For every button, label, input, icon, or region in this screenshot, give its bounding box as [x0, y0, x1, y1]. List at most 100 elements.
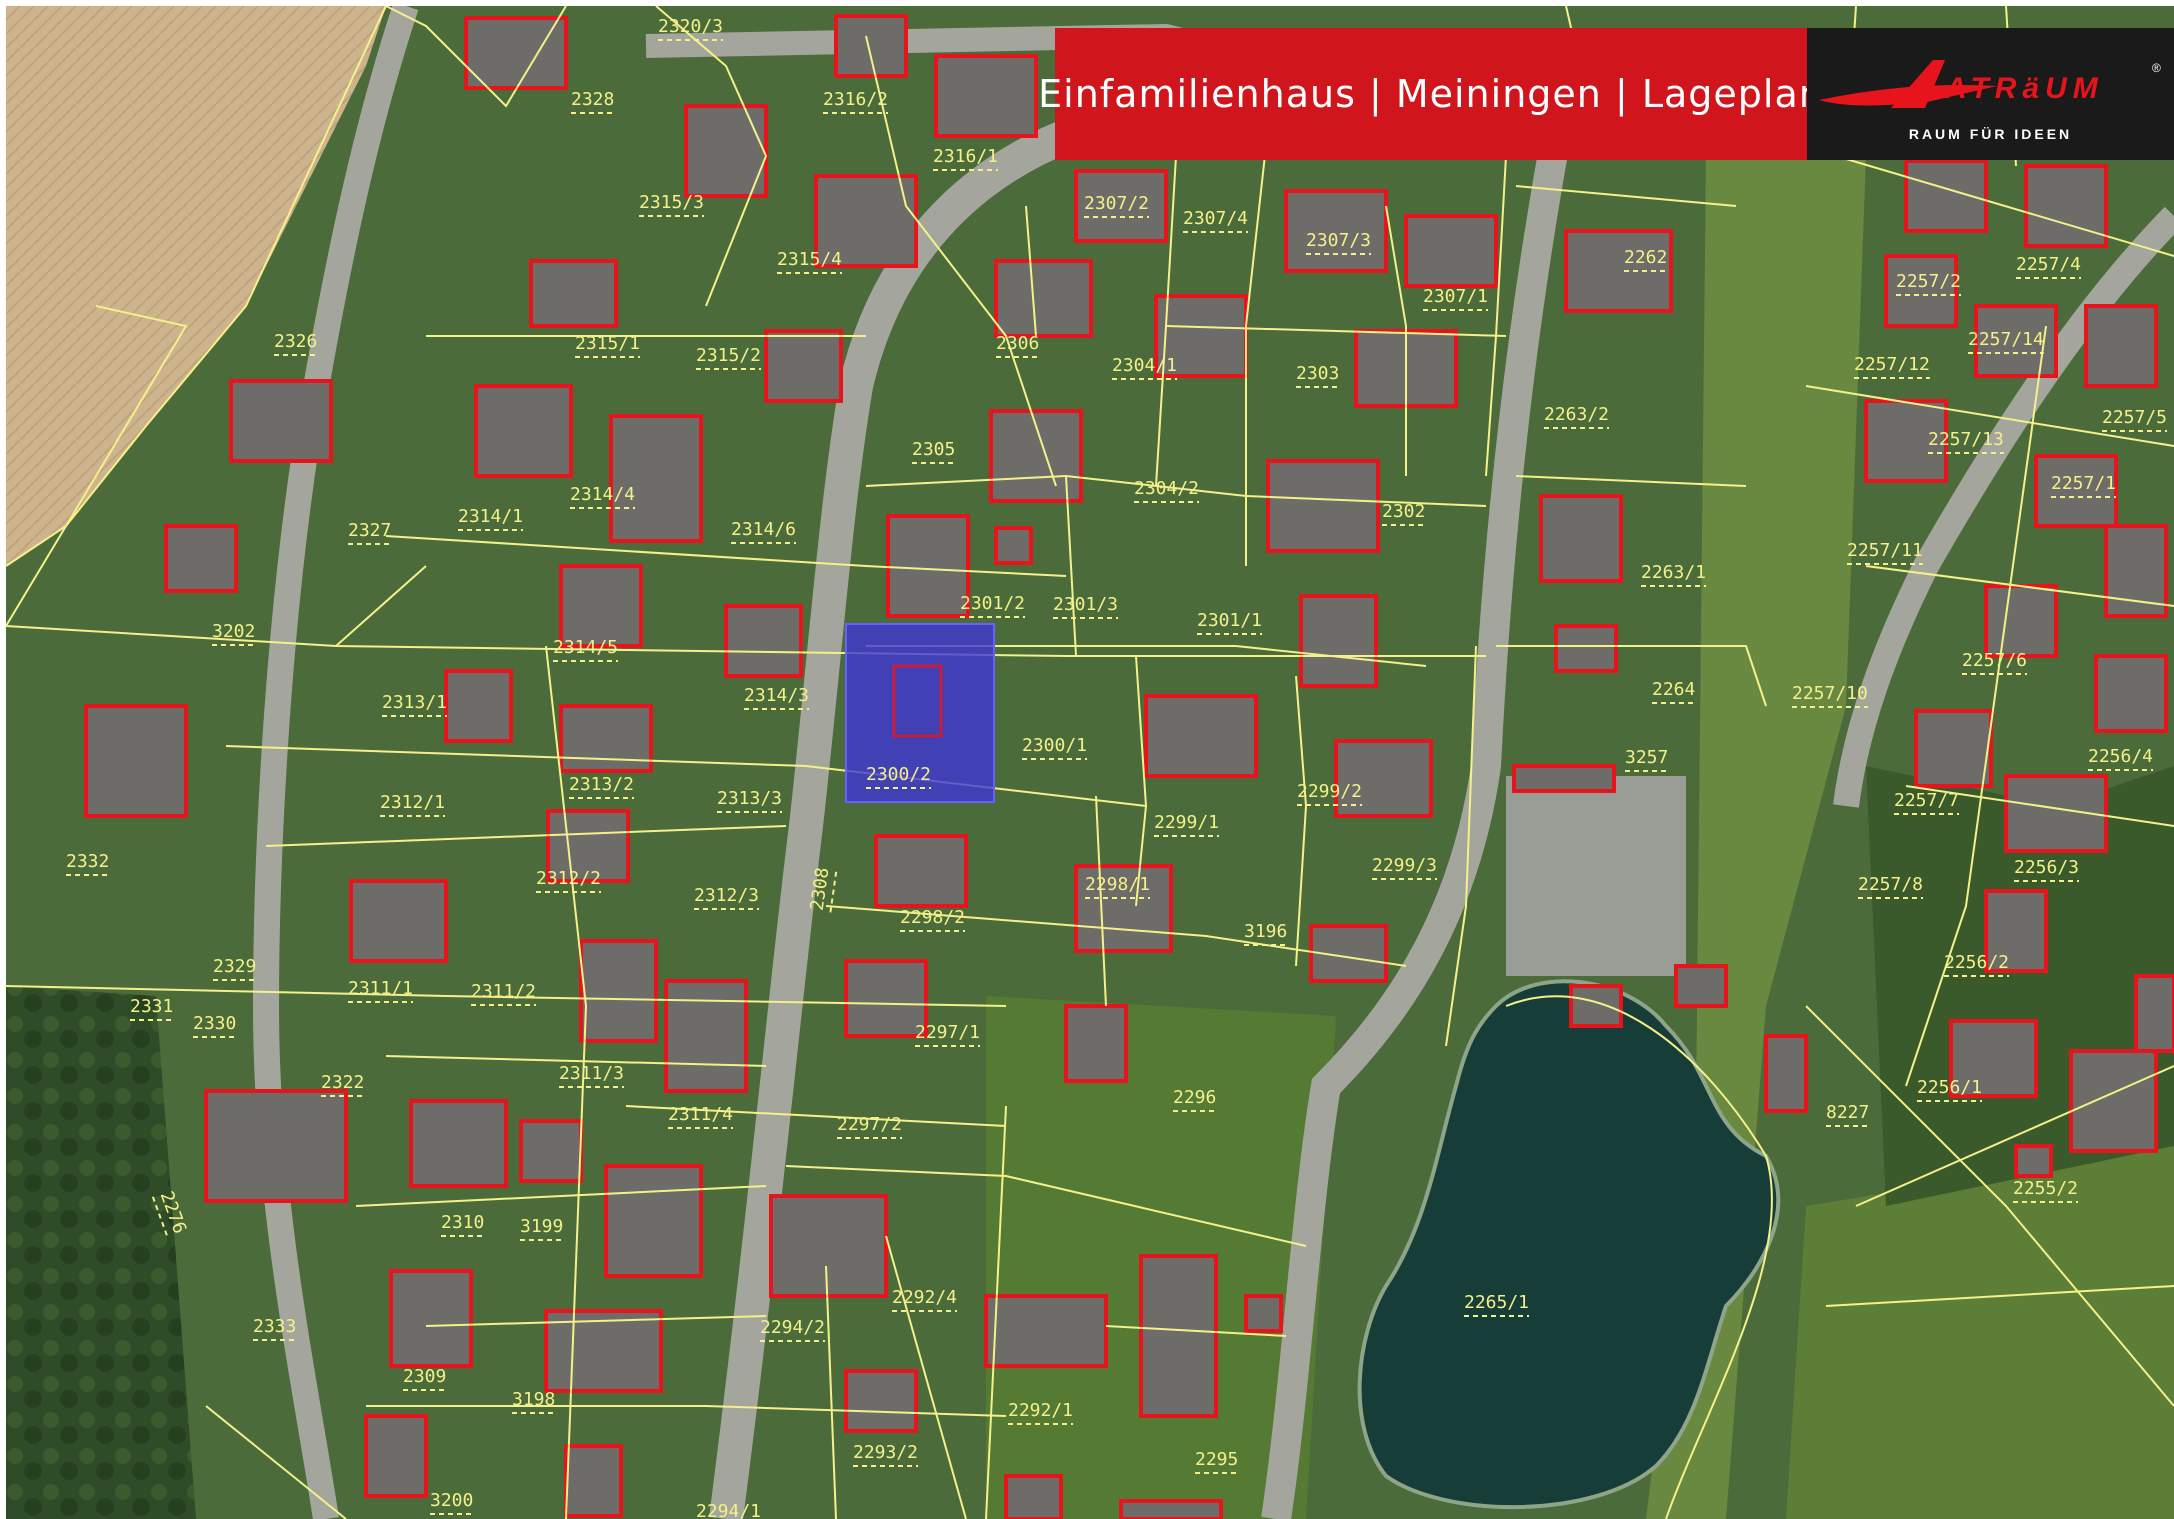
parcel-label: 2256/2 — [1944, 952, 2009, 973]
parcel-label: 2257/1 — [2051, 473, 2116, 494]
parcel-label: 2314/1 — [458, 506, 523, 527]
parcel-label: 2310 — [441, 1212, 484, 1233]
parcel-label: 2312/2 — [536, 868, 601, 889]
parcel-label: 2296 — [1173, 1087, 1216, 1108]
parcel-label: 2301/3 — [1053, 594, 1118, 615]
road-west — [252, 6, 419, 1519]
parcel-label: 8227 — [1826, 1102, 1869, 1123]
parcel-label: 2292/1 — [1008, 1400, 1073, 1421]
parcel-label: 2255/2 — [2013, 1178, 2078, 1199]
cadastral-map[interactable]: 2320/3 2328 2316/2 2316/1 2315/3 2315/4 … — [6, 6, 2174, 1519]
parcel-label: 2257/10 — [1792, 683, 1868, 704]
parcel-label: 2256/4 — [2088, 746, 2153, 767]
parcel-label: 2257/2 — [1896, 271, 1961, 292]
parcel-label: 2301/1 — [1197, 610, 1262, 631]
parcel-label: 2293/2 — [853, 1442, 918, 1463]
parcel-label: 2295 — [1195, 1449, 1238, 1470]
parking-lot — [1506, 776, 1686, 976]
parcel-label: 2304/1 — [1112, 355, 1177, 376]
road-far-east — [1833, 206, 2174, 808]
parcel-label: 2307/1 — [1423, 286, 1488, 307]
parcel-label: 2313/1 — [382, 692, 447, 713]
parcel-label: 2311/3 — [559, 1063, 624, 1084]
parcel-label: 2294/2 — [760, 1317, 825, 1338]
parcel-label: 2311/1 — [348, 978, 413, 999]
parcel-label: 2298/1 — [1085, 874, 1150, 895]
parcel-label: 2316/1 — [933, 146, 998, 167]
buildings — [84, 14, 2174, 1519]
logo-wordmark: ATRäUM — [1944, 72, 2104, 105]
highlighted-building — [892, 664, 943, 738]
parcel-labels: 2320/3 2328 2316/2 2316/1 2315/3 2315/4 … — [66, 16, 2168, 1519]
parcel-label: 2303 — [1296, 363, 1339, 384]
parcel-label-underline — [829, 869, 838, 913]
meadow-southeast — [1786, 1146, 2174, 1519]
parcel-label: 3200 — [430, 1490, 473, 1511]
parcel-label: 2307/2 — [1084, 193, 1149, 214]
parcel-label: 2331 — [130, 996, 173, 1017]
logo-mark: ATRäUM ® — [1819, 60, 2161, 108]
parcel-label: 2314/3 — [744, 685, 809, 706]
parcel-label: 2304/2 — [1134, 478, 1199, 499]
parcel-label: 2307/4 — [1183, 208, 1248, 229]
parcel-label: 2298/2 — [900, 907, 965, 928]
parcel-label: 2302 — [1382, 501, 1425, 522]
parcel-label: 2257/5 — [2102, 407, 2167, 428]
map-canvas[interactable]: 2320/3 2328 2316/2 2316/1 2315/3 2315/4 … — [6, 6, 2174, 1519]
parcel-label: 2328 — [571, 89, 614, 110]
parcel-label: 2306 — [996, 333, 1039, 354]
parcel-label: 2301/2 — [960, 593, 1025, 614]
parcel-label: 2257/12 — [1854, 354, 1930, 375]
parcel-label: 2316/2 — [823, 89, 888, 110]
parcel-label: 2313/2 — [569, 774, 634, 795]
parcel-label: 2312/3 — [694, 885, 759, 906]
title-banner: Einfamilienhaus | Meiningen | Lageplan — [1038, 28, 1823, 160]
parcel-label: 2292/4 — [892, 1287, 957, 1308]
parcel-label: 3199 — [520, 1216, 563, 1237]
parcel-label: 2326 — [274, 331, 317, 352]
parcel-label: 2294/1 — [696, 1501, 761, 1519]
parcel-label: 2309 — [403, 1366, 446, 1387]
parcel-label: 2322 — [321, 1072, 364, 1093]
parcel-label: 2299/1 — [1154, 812, 1219, 833]
parcel-label: 2257/11 — [1847, 540, 1923, 561]
parcel-label: 2257/13 — [1928, 429, 2004, 450]
parcel-label: 2332 — [66, 851, 109, 872]
parcel-label: 2263/1 — [1641, 562, 1706, 583]
parcel-label-underline — [151, 1196, 169, 1238]
parcel-label: 2265/1 — [1464, 1292, 1529, 1313]
parcel-label: 2314/5 — [553, 637, 618, 658]
logo: ATRäUM ® RAUM FÜR IDEEN — [1807, 28, 2174, 160]
parcel-label: 3257 — [1625, 747, 1668, 768]
parcel-label: 2264 — [1652, 679, 1695, 700]
parcel-label: 2257/7 — [1894, 790, 1959, 811]
parcel-label: 2300/1 — [1022, 735, 1087, 756]
parcel-label: 3202 — [212, 621, 255, 642]
parcel-label: 2311/2 — [471, 981, 536, 1002]
parcel-label: 2256/3 — [2014, 857, 2079, 878]
parcel-label: 2299/2 — [1297, 781, 1362, 802]
parcel-label: 2315/1 — [575, 333, 640, 354]
crop-field — [6, 6, 386, 566]
parcel-label: 2329 — [213, 956, 256, 977]
parcel-label: 2300/2 — [866, 764, 931, 785]
parcel-label: 2320/3 — [658, 16, 723, 37]
parcel-label: 2315/4 — [777, 249, 842, 270]
parcel-label: 2315/3 — [639, 192, 704, 213]
parcel-label: 3198 — [512, 1389, 555, 1410]
parcel-label: 2257/8 — [1858, 874, 1923, 895]
parcel-label: 2311/4 — [668, 1104, 733, 1125]
logo-registered-mark: ® — [2152, 61, 2161, 75]
parcel-label: 2262 — [1624, 247, 1667, 268]
highlighted-parcel-2300-2[interactable] — [845, 623, 995, 803]
parcel-label: 2312/1 — [380, 792, 445, 813]
parcel-label: 2257/14 — [1968, 329, 2044, 350]
parcel-label: 2263/2 — [1544, 404, 1609, 425]
parcel-label: 2330 — [193, 1013, 236, 1034]
parcel-label: 2256/1 — [1917, 1077, 1982, 1098]
parcel-label: 2257/6 — [1962, 650, 2027, 671]
parcel-boundaries — [6, 6, 2174, 1519]
parcel-label: 2307/3 — [1306, 230, 1371, 251]
parcel-label: 2327 — [348, 520, 391, 541]
parcel-label: 2299/3 — [1372, 855, 1437, 876]
